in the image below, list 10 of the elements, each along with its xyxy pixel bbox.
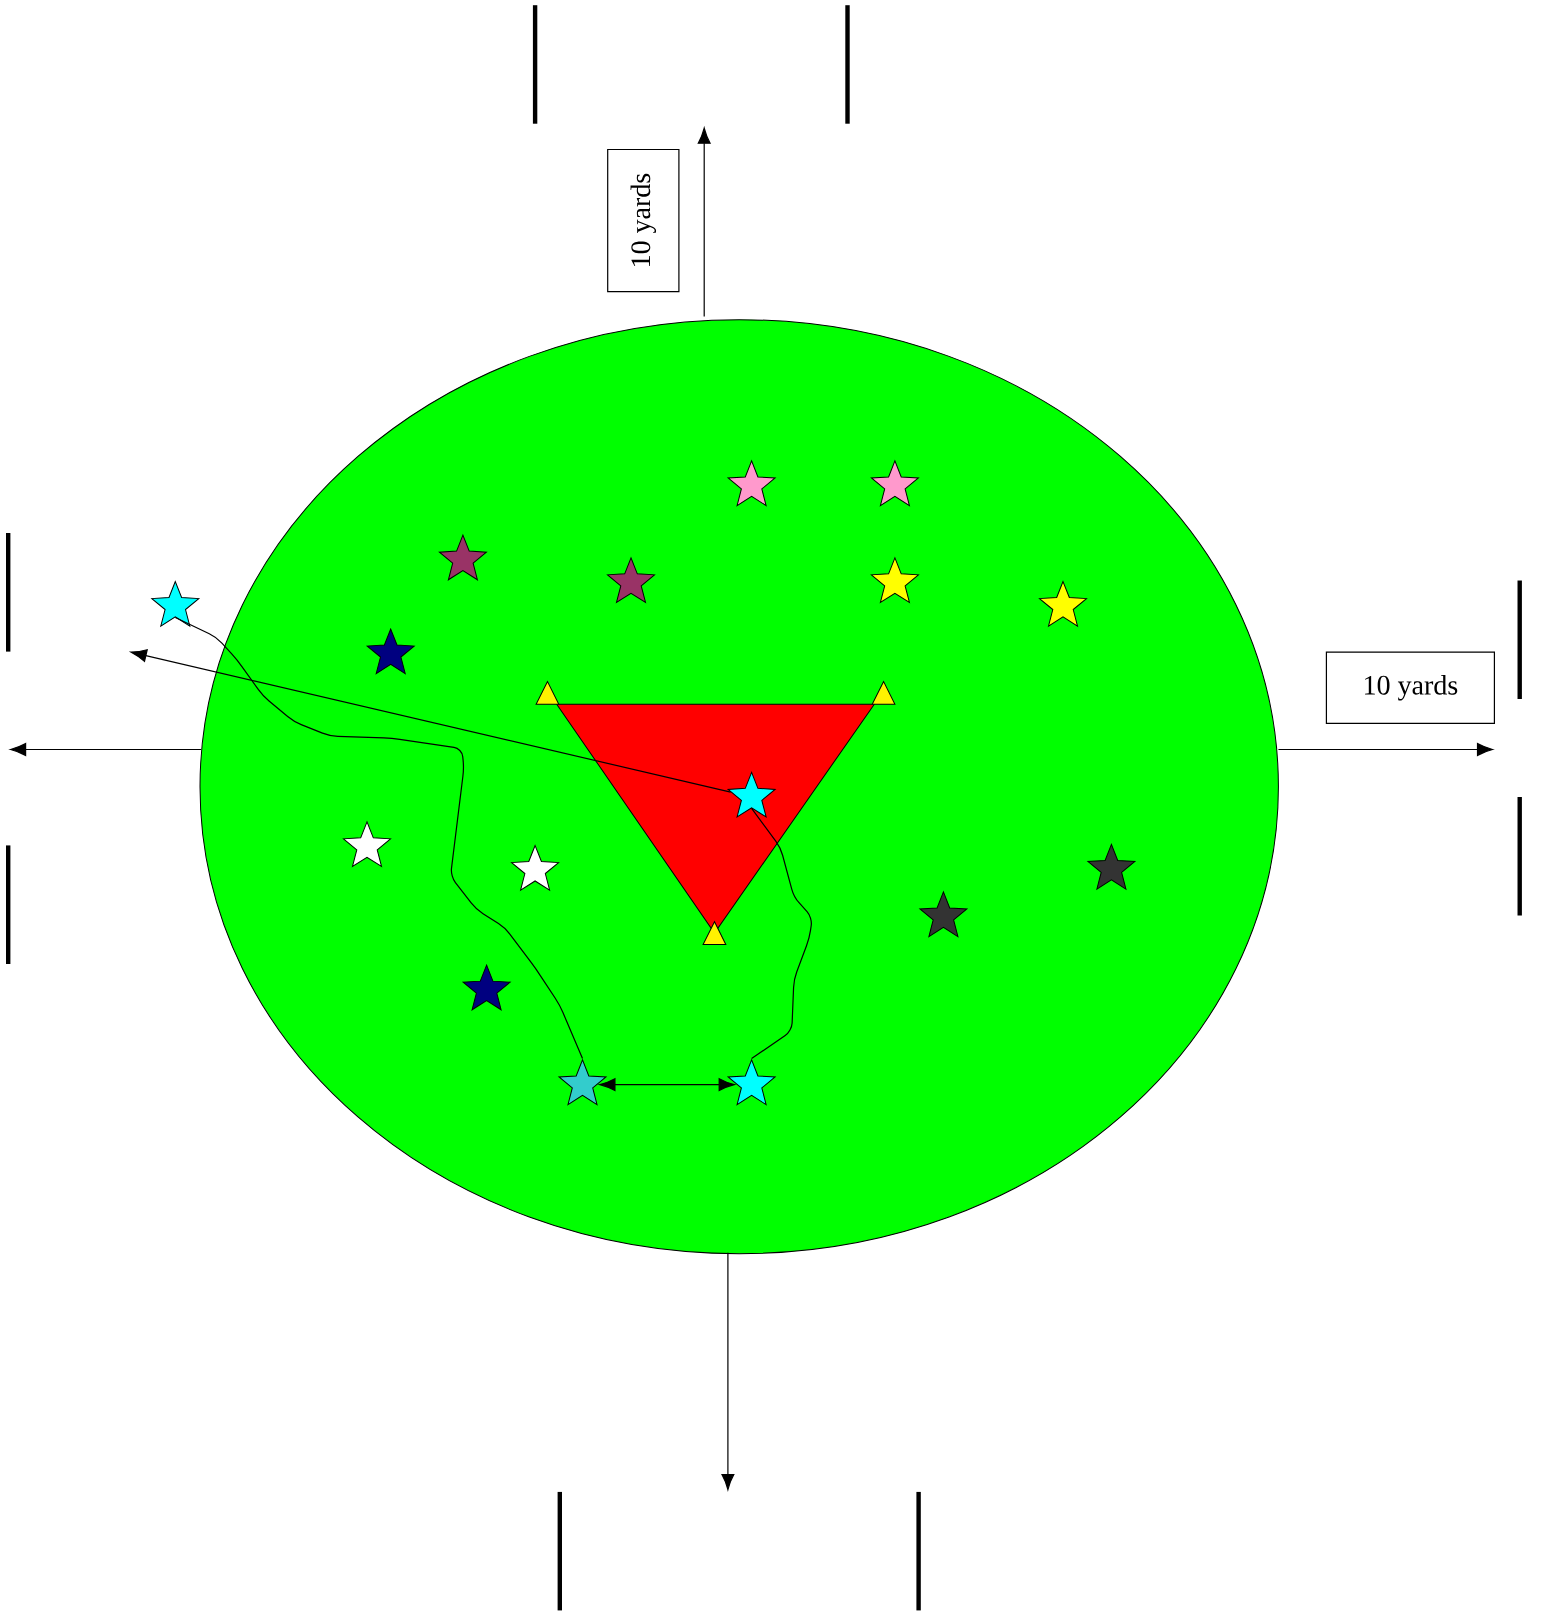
run-path <box>751 807 812 1060</box>
pass-arrow <box>130 649 732 793</box>
label-box: 10 yards <box>1325 651 1495 724</box>
pass-arrow <box>599 1078 735 1092</box>
player-star <box>727 1059 776 1106</box>
label-box: 10 yards <box>607 148 680 293</box>
player-star <box>727 771 776 818</box>
player-star <box>151 581 200 627</box>
player-star <box>558 1059 607 1106</box>
run-path <box>174 616 584 1060</box>
